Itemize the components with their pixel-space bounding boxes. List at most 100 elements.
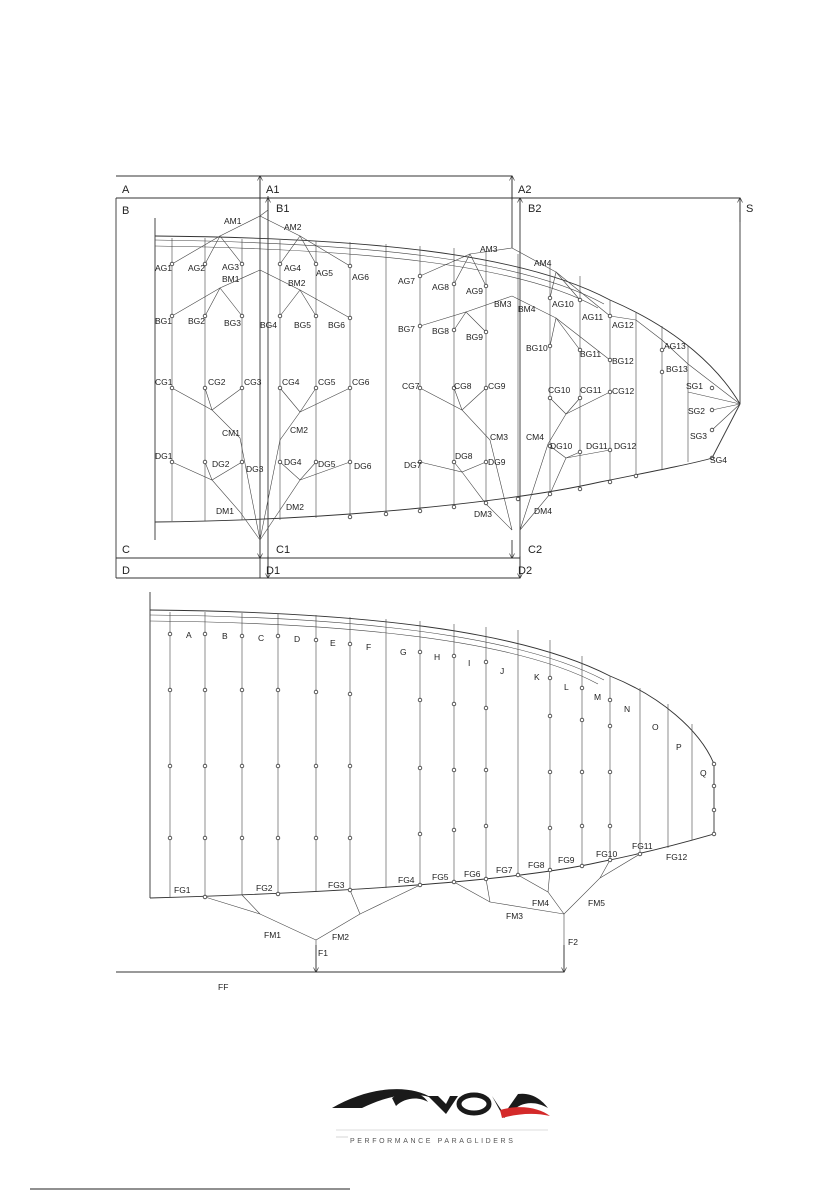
f-label: FM3 bbox=[506, 911, 523, 921]
upper-rib-lines bbox=[171, 238, 689, 521]
f-label: FG3 bbox=[328, 880, 345, 890]
a-label: AG8 bbox=[432, 282, 449, 292]
b-label: BM1 bbox=[222, 274, 240, 284]
b-line-labels: BM1 BM2 BG1 BG2 BG3 BG4 BG5 BG6 BM3 BM4 … bbox=[155, 274, 688, 374]
c-label: CM1 bbox=[222, 428, 240, 438]
c-label: CG8 bbox=[454, 381, 472, 391]
a-label: AG4 bbox=[284, 263, 301, 273]
level-label-c: C bbox=[122, 544, 130, 556]
a-label: AM1 bbox=[224, 216, 242, 226]
d-label: DG2 bbox=[212, 459, 230, 469]
cell-label: J bbox=[500, 666, 504, 676]
d-label: DG4 bbox=[284, 457, 302, 467]
riser-label-b1: B1 bbox=[276, 203, 289, 215]
riser-labels: A1 A2 B1 B2 C1 C2 D1 D2 S bbox=[266, 184, 753, 577]
c-label: CM4 bbox=[526, 432, 544, 442]
b-label: BG4 bbox=[260, 320, 277, 330]
cell-label: L bbox=[564, 682, 569, 692]
cell-labels: A B C D E F G H I J K L M N O P Q bbox=[186, 630, 707, 778]
c-label: CG6 bbox=[352, 377, 370, 387]
cell-label: I bbox=[468, 658, 470, 668]
a-label: AG9 bbox=[466, 286, 483, 296]
d-label: DG10 bbox=[550, 441, 572, 451]
cell-label: O bbox=[652, 722, 659, 732]
s-label: SG1 bbox=[686, 381, 703, 391]
upper-wing-outline bbox=[154, 218, 741, 540]
b-label: BG11 bbox=[580, 349, 601, 359]
d-label: DG1 bbox=[155, 451, 173, 461]
level-label-b: B bbox=[122, 205, 129, 217]
b-label: BG9 bbox=[466, 332, 483, 342]
f-label: FG1 bbox=[174, 885, 191, 895]
a-label: AG10 bbox=[552, 299, 574, 309]
f-cascade-lines bbox=[116, 853, 641, 972]
c-label: CG3 bbox=[244, 377, 262, 387]
d-label: DM2 bbox=[286, 502, 304, 512]
f-label: FM4 bbox=[532, 898, 549, 908]
s-line-labels: SG1 SG2 SG3 SG4 bbox=[686, 381, 727, 465]
cell-label: D bbox=[294, 634, 300, 644]
a-label: AM3 bbox=[480, 244, 498, 254]
c-label: CG2 bbox=[208, 377, 226, 387]
f-label: FM5 bbox=[588, 898, 605, 908]
b-label: BG5 bbox=[294, 320, 311, 330]
c-label: CG1 bbox=[155, 377, 173, 387]
cell-label: A bbox=[186, 630, 192, 640]
b-label: BG7 bbox=[398, 324, 415, 334]
riser-label-d2: D2 bbox=[518, 565, 532, 577]
a-line-labels: AM1 AM2 AG1 AG2 AG3 AG4 AG5 AG6 AM3 AM4 … bbox=[155, 216, 686, 351]
f-label: FG11 bbox=[632, 841, 653, 851]
cell-label: Q bbox=[700, 768, 707, 778]
cell-label: B bbox=[222, 631, 228, 641]
c-label: CM2 bbox=[290, 425, 308, 435]
b-label: BG6 bbox=[328, 320, 345, 330]
riser-label-c2: C2 bbox=[528, 544, 542, 556]
brand-logo: PERFORMANCE PARAGLIDERS bbox=[332, 1089, 550, 1145]
c-label: CG7 bbox=[402, 381, 420, 391]
d-label: DM1 bbox=[216, 506, 234, 516]
riser-label-a2: A2 bbox=[518, 184, 531, 196]
cell-label: E bbox=[330, 638, 336, 648]
f-label: FG2 bbox=[256, 883, 273, 893]
f-label: FG9 bbox=[558, 855, 575, 865]
cell-label: H bbox=[434, 652, 440, 662]
level-label-d: D bbox=[122, 565, 130, 577]
b-label: BG12 bbox=[612, 356, 634, 366]
lower-line-plan: A B C D E F G H I J K L M N O P Q FG1 FG… bbox=[116, 592, 717, 992]
a-label: AG7 bbox=[398, 276, 415, 286]
c-label: CG10 bbox=[548, 385, 570, 395]
f-line-labels: FG1 FG2 FG3 FG4 FG5 FG6 FG7 FG8 FG9 FG10… bbox=[174, 841, 688, 992]
c-label: CG4 bbox=[282, 377, 300, 387]
upper-attachment-points bbox=[169, 261, 715, 520]
f-label: FM1 bbox=[264, 930, 281, 940]
d-label: DG3 bbox=[246, 464, 264, 474]
c-label: CG11 bbox=[580, 385, 602, 395]
f-label: FM2 bbox=[332, 932, 349, 942]
f-label: FG7 bbox=[496, 865, 513, 875]
s-label: SG4 bbox=[710, 455, 727, 465]
cell-label: P bbox=[676, 742, 682, 752]
b-label: BM3 bbox=[494, 299, 512, 309]
level-label-a: A bbox=[122, 184, 130, 196]
cell-label: C bbox=[258, 633, 264, 643]
c-label: CG5 bbox=[318, 377, 336, 387]
level-labels: A B C D bbox=[122, 184, 130, 577]
d-label: DG8 bbox=[455, 451, 473, 461]
cell-label: F bbox=[366, 642, 371, 652]
lower-rib-lines bbox=[169, 612, 693, 897]
upper-cascade-lines bbox=[171, 209, 741, 541]
s-label: SG2 bbox=[688, 406, 705, 416]
s-label: SG3 bbox=[690, 431, 707, 441]
a-label: AG6 bbox=[352, 272, 369, 282]
a-label: AG2 bbox=[188, 263, 205, 273]
logo-tagline: PERFORMANCE PARAGLIDERS bbox=[350, 1138, 515, 1145]
riser-label-s: S bbox=[746, 203, 753, 215]
a-label: AG1 bbox=[155, 263, 172, 273]
d-label: DG11 bbox=[586, 441, 608, 451]
cell-label: G bbox=[400, 647, 407, 657]
a-label: AM2 bbox=[284, 222, 302, 232]
a-label: AG5 bbox=[316, 268, 333, 278]
cell-label: M bbox=[594, 692, 601, 702]
